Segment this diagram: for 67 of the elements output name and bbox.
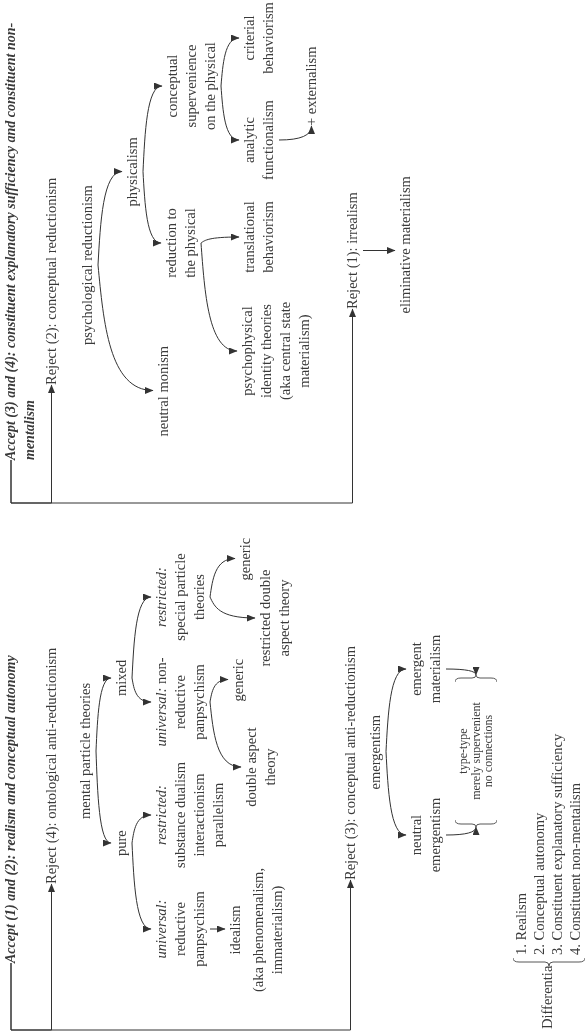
list-item: 1. Realism [512, 892, 530, 955]
theory-label: idealism [226, 904, 244, 957]
theory-label: restricted: special particle theories [152, 546, 209, 648]
arrow [220, 85, 240, 143]
theory-label: restricted: substance dualism interactionism parallelism [152, 758, 228, 872]
theory-label: restricted double aspect theory [256, 559, 294, 677]
theory-label: analytic functionalism [240, 94, 278, 186]
option-heading: Reject (4): ontological anti-reductionism [42, 647, 61, 884]
theory-label: pure [112, 830, 131, 856]
branch-heading: Accept (1) and (2): realism and conceptual autonomy [1, 655, 20, 963]
theory-label: criterial behaviorism [240, 1, 278, 75]
arrow [445, 666, 478, 676]
arrow [131, 812, 152, 844]
theory-label: + externalism [302, 46, 321, 126]
list-heading: Differentia [538, 965, 556, 1029]
arrow [445, 826, 479, 836]
arrow [209, 925, 226, 933]
relation-label: type-type [457, 727, 470, 776]
arrow [97, 264, 154, 393]
arrow [97, 169, 123, 266]
arrow [10, 879, 354, 1031]
theory-label: (aka phenomenalism, immaterialism) [249, 868, 286, 992]
option-heading: Reject (3): conceptual anti-reductionism [341, 646, 360, 880]
theory-label: emergentism [366, 714, 385, 790]
theory-label: mental particle theories [76, 682, 95, 819]
arrow [131, 677, 152, 705]
relation-label: no connections [482, 714, 495, 788]
theory-label: neutral monism [154, 345, 173, 437]
arrow [362, 247, 396, 254]
theory-label: physicalism [123, 137, 142, 207]
theory-label: double aspect theory [242, 721, 280, 813]
theory-label: generic [236, 537, 255, 581]
arrow [142, 171, 162, 245]
option-heading: Reject (2): conceptual reductionism [42, 177, 61, 385]
arrow [278, 125, 315, 141]
relation-label: merely supervenient [469, 701, 482, 802]
arrow [131, 595, 152, 679]
theory-label: neutral emergentism [407, 794, 445, 876]
theory-label: generic [229, 658, 248, 702]
list-item: 4. Constituent non-mentalism [566, 783, 584, 955]
theory-label: psychophysical identity theories (aka central state materialism) [238, 296, 314, 406]
arrow [209, 596, 256, 622]
theory-label: eliminative materialism [396, 176, 415, 314]
theory-label: mixed [112, 659, 131, 696]
option-heading: Reject (1): irrealism [343, 192, 362, 309]
arrow [209, 701, 242, 770]
list-item: 3. Constituent explanatory sufficiency [548, 733, 566, 955]
branch-heading: Accept (3) and (4): constituent explanatory sufficiency and constituent non-mentalism [1, 2, 39, 460]
arrow [209, 555, 236, 598]
arrow [95, 676, 112, 752]
list-item: 2. Conceptual autonomy [530, 812, 548, 955]
theory-label: reduction to the physical [162, 200, 200, 286]
arrow [209, 676, 229, 703]
arrow [200, 233, 240, 244]
arrow [385, 667, 407, 752]
arrow [10, 308, 356, 504]
arrow [200, 242, 238, 354]
theory-label: universal: reductive panpsychism [152, 886, 209, 972]
theory-label: emergent materialism [407, 628, 445, 710]
theory-label: conceptual supervenience on the physical [163, 37, 220, 135]
arrow [385, 751, 407, 837]
arrow [131, 842, 152, 931]
theory-label: translational behaviorism [240, 192, 278, 282]
theory-label: psychological reductionism [78, 185, 97, 345]
arrow [95, 750, 112, 844]
arrow [220, 35, 240, 87]
arrow [142, 84, 163, 172]
